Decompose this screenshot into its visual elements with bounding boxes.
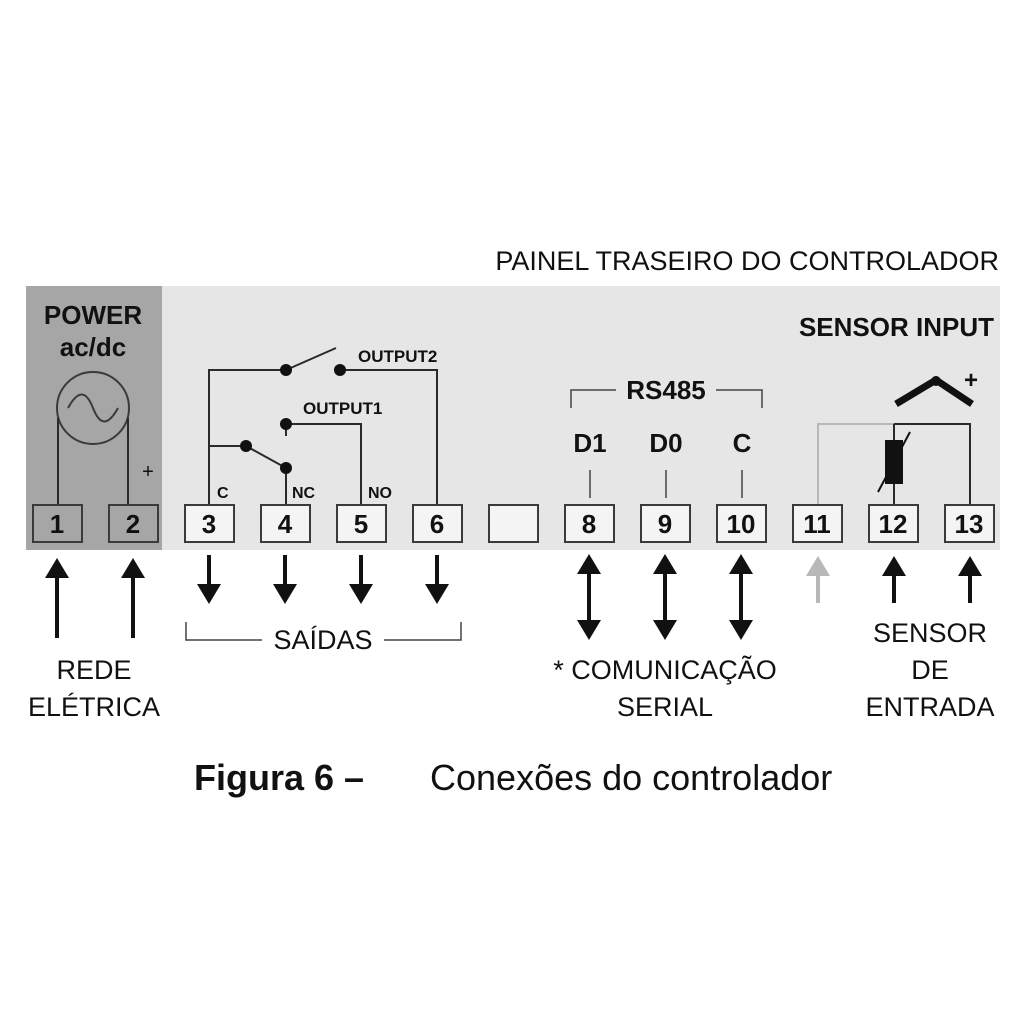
output2-label: OUTPUT2	[358, 347, 437, 366]
terminal-row: 1 2 3 4 5 6 8 9 10 11 12 13	[32, 504, 995, 543]
sensor-label-line1: SENSOR	[873, 618, 987, 648]
rs485-label: RS485	[626, 375, 706, 405]
comm-label-line2: SERIAL	[617, 692, 713, 722]
terminal-6: 6	[430, 509, 444, 539]
terminal-9: 9	[658, 509, 672, 539]
rs485-c-label: C	[733, 428, 752, 458]
terminal-11: 11	[803, 509, 831, 539]
relay-contacts	[208, 347, 438, 507]
sensor-input-label: SENSOR INPUT	[799, 312, 994, 342]
terminal-13-box	[944, 504, 995, 543]
serial-comm-arrows	[577, 554, 753, 640]
saidas-label: SAÍDAS	[273, 625, 372, 655]
terminal-12: 12	[879, 509, 908, 539]
rs485-bracket	[570, 389, 763, 498]
nc-contact-label: NC	[292, 485, 316, 502]
terminal-10: 10	[727, 509, 756, 539]
rede-label-line2: ELÉTRICA	[28, 692, 160, 722]
power-plus-sign: +	[142, 461, 154, 483]
thermistor-icon	[877, 431, 911, 493]
thermocouple-icon	[894, 375, 974, 408]
terminal-3-box	[184, 504, 235, 543]
power-type-label: ac/dc	[60, 332, 127, 362]
saidas-bracket	[185, 622, 462, 641]
sensor-label-line3: ENTRADA	[865, 692, 994, 722]
comm-label-line1: * COMUNICAÇÃO	[553, 654, 777, 685]
terminal-8-box	[564, 504, 615, 543]
sensor-input-arrows	[806, 556, 982, 603]
terminal-1: 1	[50, 509, 64, 539]
rs485-d0-label: D0	[649, 428, 682, 458]
terminal-2-box	[108, 504, 159, 543]
ac-source-icon	[56, 371, 130, 507]
terminal-9-box	[640, 504, 691, 543]
output-arrows	[197, 555, 449, 604]
terminal-12-box	[868, 504, 919, 543]
common-contact-label: C	[217, 485, 229, 502]
sensor-plus-sign: +	[964, 367, 978, 394]
terminal-2: 2	[126, 509, 140, 539]
sensor-label-line2: DE	[911, 655, 949, 685]
no-contact-label: NO	[368, 485, 392, 502]
figure-number: Figura 6 –	[194, 757, 364, 798]
power-input-arrows	[45, 558, 145, 638]
terminal-empty-box	[488, 504, 539, 543]
terminal-4: 4	[278, 509, 293, 539]
rede-label-line1: REDE	[56, 655, 131, 685]
figure-caption: Conexões do controlador	[430, 757, 832, 798]
terminal-10-box	[716, 504, 767, 543]
terminal-11-box	[792, 504, 843, 543]
terminal-5-box	[336, 504, 387, 543]
terminal-5: 5	[354, 509, 368, 539]
rs485-d1-label: D1	[573, 428, 606, 458]
terminal-8: 8	[582, 509, 596, 539]
terminal-13: 13	[955, 509, 984, 539]
terminal-1-box	[32, 504, 83, 543]
terminal-4-box	[260, 504, 311, 543]
terminal-6-box	[412, 504, 463, 543]
output1-label: OUTPUT1	[303, 399, 382, 418]
power-label: POWER	[44, 300, 142, 330]
terminal-3: 3	[202, 509, 216, 539]
panel-title: PAINEL TRASEIRO DO CONTROLADOR	[495, 246, 999, 276]
